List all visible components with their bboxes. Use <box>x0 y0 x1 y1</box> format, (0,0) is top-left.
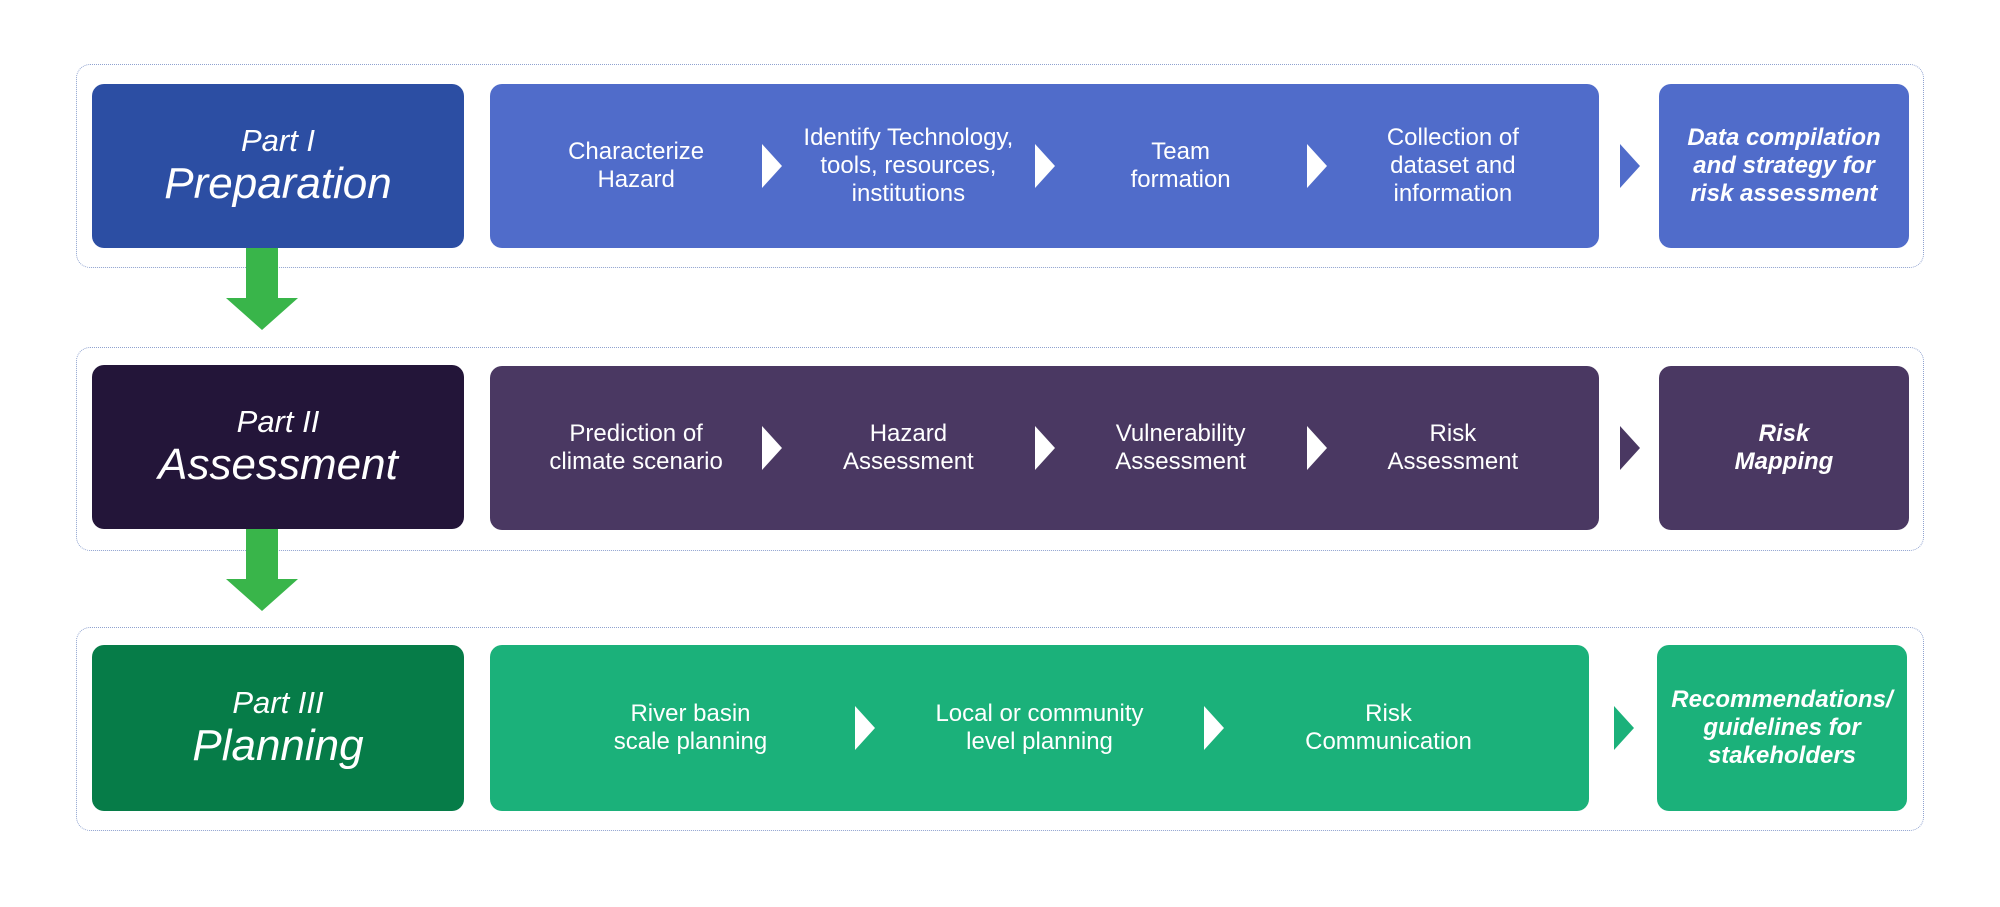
part-title: Preparation <box>164 158 392 208</box>
steps-box-planning: River basin scale planning Local or comm… <box>490 645 1589 811</box>
result-text: Risk Mapping <box>1734 419 1834 475</box>
part-box-assessment: Part II Assessment <box>92 365 464 529</box>
part-number: Part I <box>240 122 316 158</box>
down-arrow-icon <box>226 248 298 330</box>
step-arrow-icon <box>762 144 783 188</box>
step-hazard-assessment: Hazard Assessment <box>843 419 974 475</box>
step-team-formation: Team formation <box>1130 137 1231 193</box>
step-arrow-icon <box>855 706 875 750</box>
step-arrow-icon <box>762 426 783 470</box>
row-frame-planning <box>76 627 1924 831</box>
step-risk-communication: Risk Communication <box>1305 699 1472 755</box>
part-box-preparation: Part I Preparation <box>92 84 464 248</box>
row-frame-assessment <box>76 347 1924 551</box>
part-number: Part III <box>232 684 324 720</box>
step-collection-of-dataset: Collection of dataset and information <box>1386 123 1519 208</box>
step-local-community-planning: Local or community level planning <box>935 699 1144 755</box>
down-arrow-icon <box>226 529 298 611</box>
result-text: Data compilation and strategy for risk a… <box>1687 123 1881 208</box>
row-frame-preparation <box>76 64 1924 268</box>
steps-box-assessment: Prediction of climate scenario Hazard As… <box>490 366 1599 530</box>
step-risk-assessment: Risk Assessment <box>1387 419 1519 475</box>
result-text: Recommendations/ guidelines for stakehol… <box>1671 685 1893 770</box>
part-title: Assessment <box>158 439 398 489</box>
step-arrow-icon <box>1034 144 1055 188</box>
result-box-planning: Recommendations/ guidelines for stakehol… <box>1657 645 1907 811</box>
step-prediction-climate: Prediction of climate scenario <box>549 419 723 475</box>
step-characterize-hazard: Characterize Hazard <box>568 137 705 193</box>
step-vulnerability-assessment: Vulnerability Assessment <box>1115 419 1246 475</box>
step-river-basin-planning: River basin scale planning <box>613 699 768 755</box>
result-box-assessment: Risk Mapping <box>1659 366 1909 530</box>
step-arrow-icon <box>1306 426 1327 470</box>
result-arrow-icon <box>1620 144 1640 188</box>
part-number: Part II <box>236 403 320 439</box>
result-arrow-icon <box>1620 426 1640 470</box>
result-arrow-icon <box>1614 706 1634 750</box>
step-identify-technology: Identify Technology, tools, resources, i… <box>803 123 1014 208</box>
steps-box-preparation: Characterize Hazard Identify Technology,… <box>490 84 1599 248</box>
step-arrow-icon <box>1034 426 1055 470</box>
step-arrow-icon <box>1306 144 1327 188</box>
part-box-planning: Part III Planning <box>92 645 464 811</box>
part-title: Planning <box>192 720 364 770</box>
result-box-preparation: Data compilation and strategy for risk a… <box>1659 84 1909 248</box>
step-arrow-icon <box>1204 706 1224 750</box>
